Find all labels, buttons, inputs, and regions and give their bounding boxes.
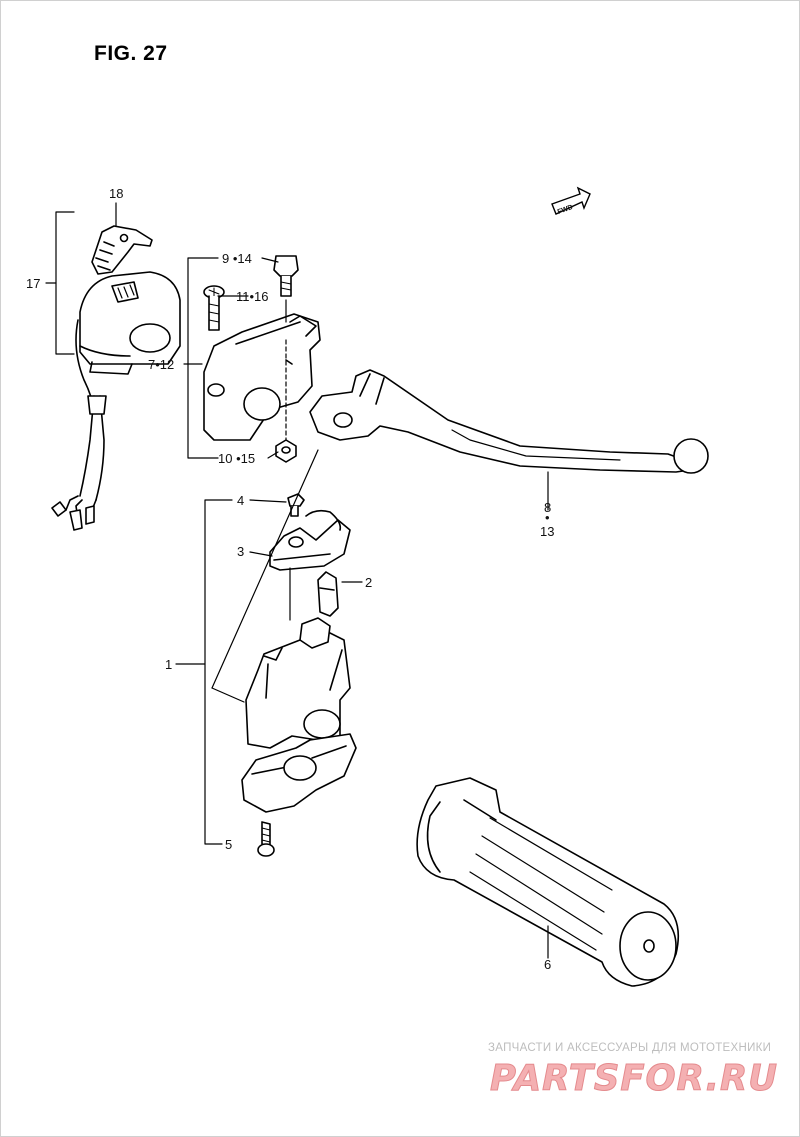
- switch-housing-part-17: [51, 271, 181, 531]
- svg-text:PARTSFOR.RU: PARTSFOR.RU: [490, 1058, 778, 1098]
- callout-4: 4: [237, 493, 244, 508]
- callout-18: 18: [109, 186, 123, 201]
- callout-2: 2: [365, 575, 372, 590]
- callout-5: 5: [225, 837, 232, 852]
- callout-8-dot: •: [545, 510, 550, 525]
- figure-title: FIG. 27: [94, 42, 168, 65]
- lever-bracket-part-7: [203, 313, 321, 441]
- screw-part-5: [257, 821, 275, 857]
- hand-grip-part-6: [416, 777, 680, 987]
- callout-6: 6: [544, 957, 551, 972]
- callout-8: 8: [544, 500, 551, 515]
- clamp-plate-part-3: [269, 509, 351, 571]
- callout-13: 13: [540, 524, 554, 539]
- callout-3: 3: [237, 544, 244, 559]
- switch-knob-part-18: [91, 225, 153, 275]
- watermark-caption: ЗАПЧАСТИ И АКСЕССУАРЫ ДЛЯ МОТОТЕХНИКИ: [488, 1042, 772, 1054]
- switch-part-2: [317, 571, 339, 617]
- upper-housing-part-1: [245, 617, 351, 749]
- lower-housing-part-1: [241, 733, 357, 813]
- callout-17: 17: [26, 276, 40, 291]
- clutch-lever-part-8: [309, 369, 709, 474]
- watermark-logo: PARTSFOR.RU: [490, 1058, 778, 1099]
- callout-10-15: 10 •15: [218, 451, 255, 466]
- nut-part-10: [275, 439, 297, 463]
- bolt-part-9: [273, 255, 299, 297]
- callout-1: 1: [165, 657, 172, 672]
- fwd-arrow-icon: FWD: [551, 186, 591, 216]
- screw-part-11: [203, 285, 225, 331]
- callout-9-14: 9 •14: [222, 251, 252, 266]
- callout-11-16: 11•16: [236, 289, 269, 304]
- callout-7-12: 7•12: [148, 357, 174, 372]
